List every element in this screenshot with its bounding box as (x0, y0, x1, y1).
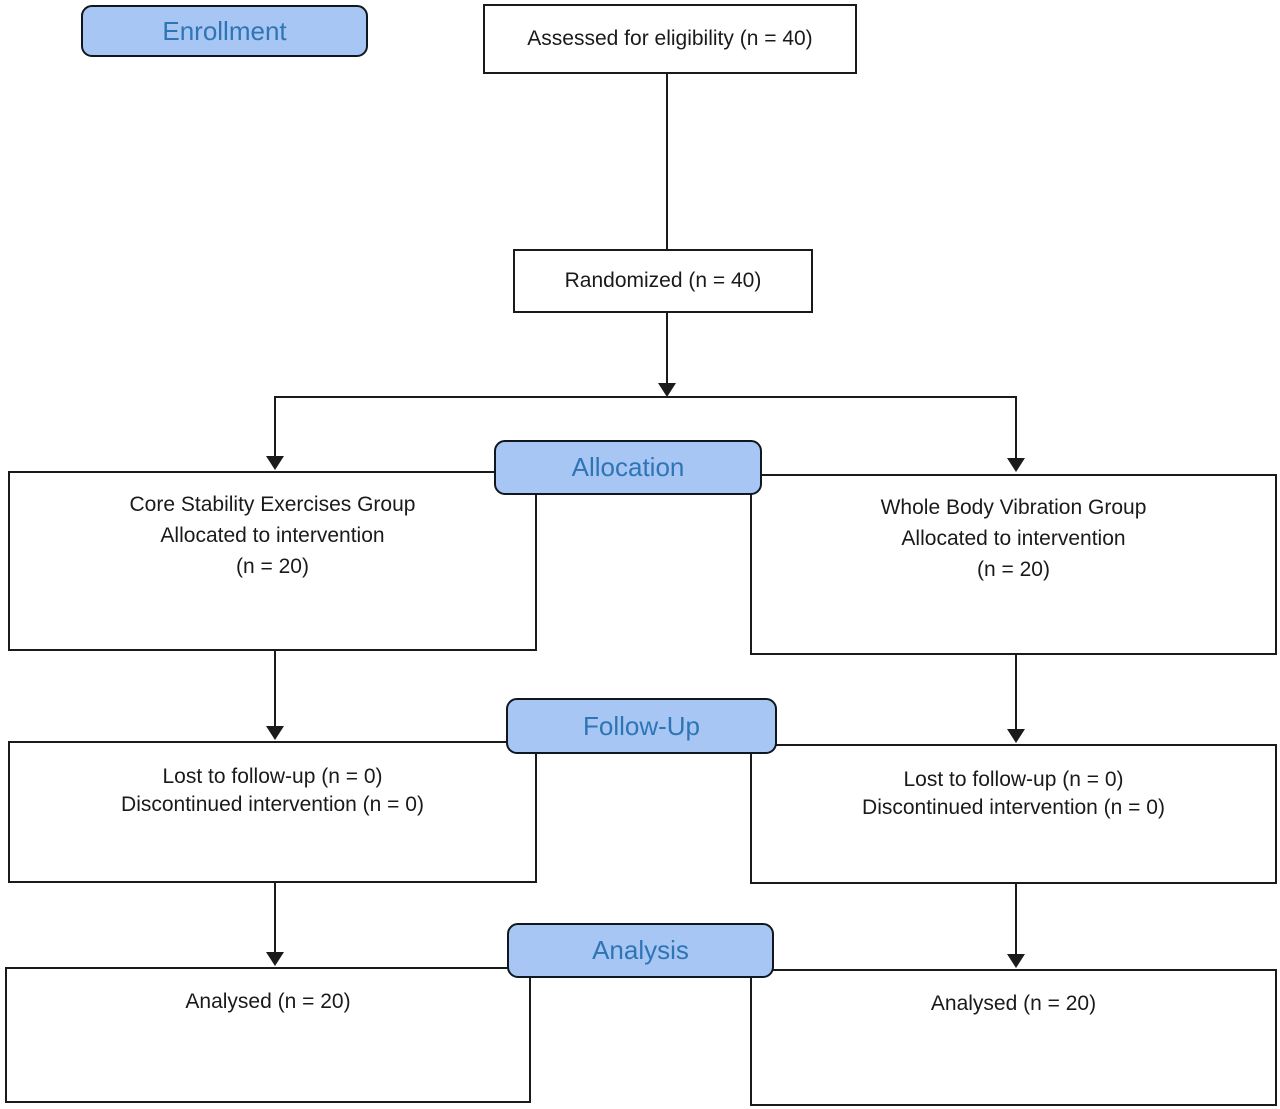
assessed-eligibility-text: Assessed for eligibility (n = 40) (527, 27, 813, 50)
analysis-right-box: Analysed (n = 20) (750, 969, 1277, 1106)
connector-randomized-to-split (666, 313, 668, 385)
connector-left-followup-to-analysis (274, 883, 276, 954)
arrow-down-icon (1007, 954, 1025, 968)
arrow-down-icon (266, 456, 284, 470)
followup-left-discontinued-text: Discontinued intervention (n = 0) (121, 793, 424, 816)
enrollment-stage-text: Enrollment (162, 15, 287, 46)
followup-left-box: Lost to follow-up (n = 0) Discontinued i… (8, 741, 537, 883)
analysis-stage-text: Analysis (592, 935, 689, 965)
arrow-down-icon (658, 383, 676, 397)
arrow-down-icon (1007, 458, 1025, 472)
connector-left-allocation-to-followup (274, 651, 276, 728)
randomized-text: Randomized (n = 40) (564, 269, 762, 292)
allocation-right-box: Whole Body Vibration Group Allocated to … (750, 474, 1277, 655)
allocation-right-intervention-text: Allocated to intervention (901, 527, 1126, 550)
allocation-stage-text: Allocation (571, 452, 685, 482)
analysis-right-text: Analysed (n = 20) (930, 992, 1097, 1015)
connector-split-to-right-allocation (1015, 397, 1017, 460)
arrow-down-icon (266, 726, 284, 740)
analysis-left-box: Analysed (n = 20) (5, 967, 531, 1103)
allocation-left-n-text: (n = 20) (236, 555, 309, 578)
allocation-left-box: Core Stability Exercises Group Allocated… (8, 471, 537, 651)
allocation-stage-label: Allocation (494, 440, 762, 495)
connector-split-to-left-allocation (274, 397, 276, 458)
analysis-stage-label: Analysis (507, 923, 774, 978)
followup-right-lost-text: Lost to follow-up (n = 0) (903, 768, 1124, 791)
followup-left-lost-text: Lost to follow-up (n = 0) (162, 765, 383, 788)
analysis-left-text: Analysed (n = 20) (185, 990, 351, 1013)
assessed-eligibility-box: Assessed for eligibility (n = 40) (483, 4, 857, 74)
followup-stage-text: Follow-Up (582, 710, 701, 741)
enrollment-stage-label: Enrollment (81, 5, 368, 57)
allocation-right-group-text: Whole Body Vibration Group (880, 496, 1147, 519)
allocation-right-n-text: (n = 20) (977, 558, 1050, 581)
allocation-left-group-text: Core Stability Exercises Group (129, 493, 416, 516)
followup-right-box: Lost to follow-up (n = 0) Discontinued i… (750, 744, 1277, 884)
followup-right-discontinued-text: Discontinued intervention (n = 0) (862, 796, 1165, 819)
randomized-box: Randomized (n = 40) (513, 249, 813, 313)
connector-right-allocation-to-followup (1015, 655, 1017, 731)
connector-assessed-to-randomized (666, 74, 668, 249)
followup-stage-label: Follow-Up (506, 698, 777, 754)
arrow-down-icon (266, 952, 284, 966)
connector-split-horizontal (274, 396, 1017, 398)
arrow-down-icon (1007, 729, 1025, 743)
connector-right-followup-to-analysis (1015, 884, 1017, 956)
allocation-left-intervention-text: Allocated to intervention (160, 524, 385, 547)
